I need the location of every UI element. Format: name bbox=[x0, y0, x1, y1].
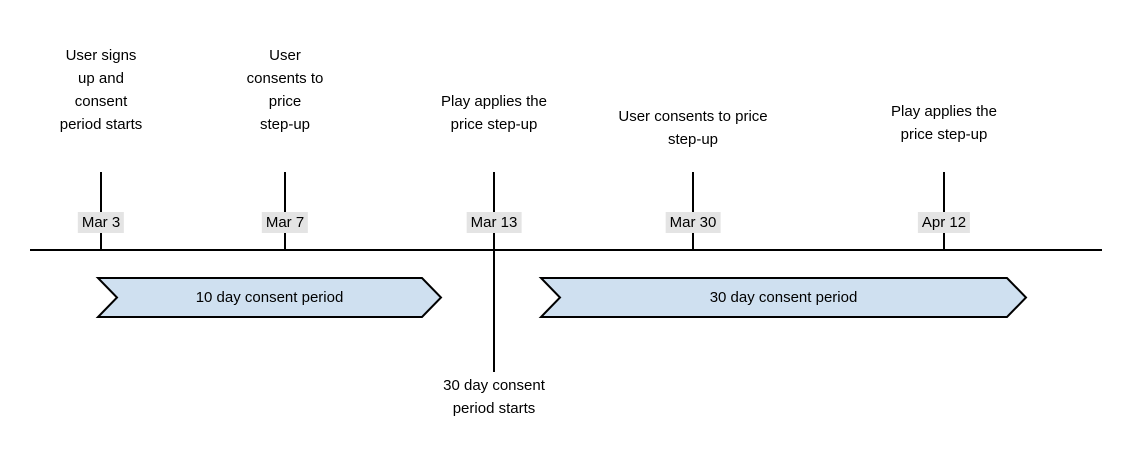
event-tick-stem bbox=[943, 172, 945, 250]
event-tick-stem bbox=[692, 172, 694, 250]
timeline-axis bbox=[30, 249, 1102, 251]
consent-period-banner[interactable]: 30 day consent period bbox=[538, 277, 1028, 318]
consent-period-banner[interactable]: 10 day consent period bbox=[95, 277, 443, 318]
below-marker-stem bbox=[493, 250, 495, 372]
event-caption: User consents to price step-up bbox=[618, 108, 768, 148]
event-tick-stem bbox=[100, 172, 102, 250]
date-label-mar-30: Mar 30 bbox=[665, 212, 721, 233]
event-caption: User signs up and consent period starts bbox=[59, 47, 143, 133]
event-caption: Play applies the price step-up bbox=[441, 93, 547, 133]
event-caption: Play applies the price step-up bbox=[891, 103, 997, 143]
banner-chevron-shape bbox=[538, 277, 1028, 318]
date-label-apr-12: Apr 12 bbox=[917, 212, 971, 233]
event-tick-stem bbox=[284, 172, 286, 250]
event-tick-stem bbox=[493, 172, 495, 250]
event-caption: User consents to price step-up bbox=[246, 47, 324, 133]
date-label-mar-13: Mar 13 bbox=[466, 212, 522, 233]
date-label-mar-7: Mar 7 bbox=[261, 212, 309, 233]
banner-chevron-shape bbox=[95, 277, 443, 318]
date-label-mar-3: Mar 3 bbox=[77, 212, 125, 233]
below-marker-caption: 30 day consent period starts bbox=[443, 377, 545, 417]
